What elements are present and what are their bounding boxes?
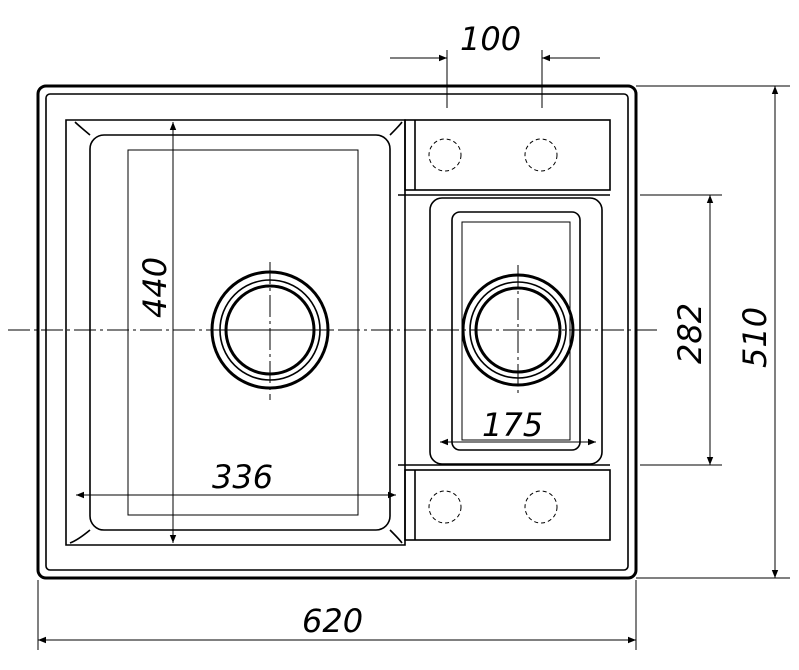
dimension-label: 100	[460, 20, 521, 58]
overflow-hole	[524, 490, 558, 524]
dimension-336: 336	[76, 458, 396, 499]
dimension-label: 175	[482, 406, 543, 444]
faucet-hole	[524, 138, 558, 172]
dimension-label: 440	[136, 257, 174, 318]
dimension-620: 620	[37, 580, 637, 650]
dimension-510: 510	[636, 85, 790, 579]
dimension-label: 510	[736, 307, 774, 368]
large-bowl	[65, 119, 406, 546]
dimension-label: 336	[212, 458, 273, 496]
dimension-label: 282	[671, 303, 709, 364]
overflow-hole	[428, 490, 462, 524]
faucet-hole	[428, 138, 462, 172]
top-shelf	[398, 119, 611, 196]
dimension-100: 100	[390, 20, 600, 108]
dimension-label: 620	[302, 602, 363, 640]
dimension-282: 282	[640, 194, 722, 466]
dimension-175: 175	[440, 406, 596, 446]
sink-outline	[36, 84, 638, 580]
dimension-440: 440	[136, 122, 177, 543]
sink-inner-rim	[45, 93, 629, 571]
bottom-shelf	[398, 464, 611, 541]
